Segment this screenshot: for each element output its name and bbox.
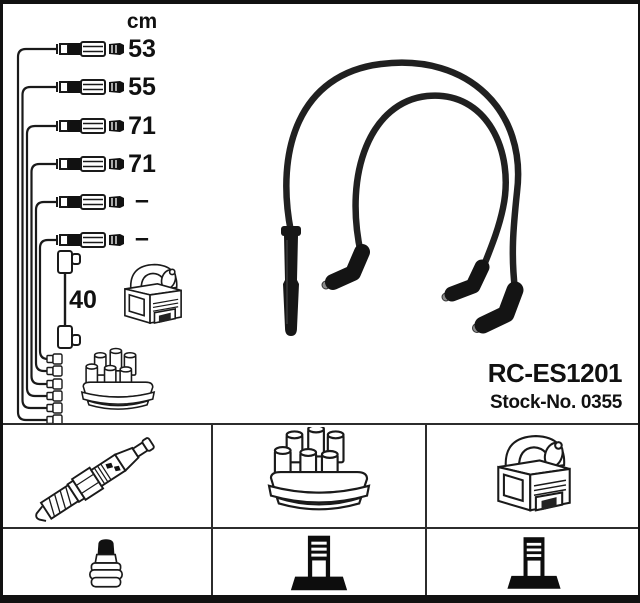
spark-plug-icon: [31, 429, 181, 524]
terminal-post-b-icon: [288, 534, 350, 592]
stock-number: Stock-No. 0355: [489, 392, 622, 413]
cable-length-6: –: [135, 224, 149, 252]
cap-stub-4: [46, 390, 63, 402]
photo-cable-inner: [352, 92, 509, 272]
bottom-frame-bar: [3, 595, 638, 603]
cable-connector-2: [56, 79, 125, 95]
distributor-cap-icon: [265, 427, 373, 525]
cable-length-1: 53: [128, 35, 156, 63]
cell-distributor-cap: [213, 425, 427, 529]
cell-terminal-post-c: [427, 529, 640, 597]
cable-length-4: 71: [128, 150, 156, 178]
cable-length-3: 71: [128, 112, 156, 140]
cable-length-5: –: [135, 186, 149, 214]
terminal-post-c-icon: [505, 534, 563, 592]
cap-stub-2: [46, 365, 63, 377]
cable-connector-5: [56, 194, 125, 210]
distributor-cap-drawing: [80, 347, 156, 410]
cable-lead-3: [25, 124, 57, 398]
ignition-coil-icon: [487, 431, 581, 521]
ignition-coil-drawing: [123, 263, 183, 324]
photo-cable-outer: [283, 59, 522, 294]
cell-ignition-coil: [427, 425, 638, 529]
cell-terminal-post-b: [213, 529, 427, 597]
cell-spark-plug: [3, 425, 213, 529]
photo-angled-boot-2: [441, 259, 490, 302]
cable-connector-1: [56, 41, 125, 57]
cable-kit-diagram: [16, 41, 183, 426]
product-photo: [281, 59, 524, 336]
cap-stub-1: [46, 353, 63, 365]
cable-lead-2: [21, 85, 57, 410]
cable-lead-1: [16, 47, 57, 422]
coil-lead-drawing: [57, 250, 81, 349]
photo-angled-boot-1: [321, 244, 370, 290]
photo-straight-boot: [281, 226, 301, 336]
unit-header: cm: [126, 10, 158, 33]
cable-connector-6: [56, 232, 125, 248]
cap-stub-3: [46, 378, 63, 390]
cable-length-2: 55: [128, 73, 156, 101]
cap-stub-5: [46, 402, 63, 414]
cable-connector-3: [56, 118, 125, 134]
photo-angled-boot-3: [472, 281, 524, 334]
cable-connector-4: [56, 156, 125, 172]
part-number: RC-ES1201: [487, 358, 623, 388]
spark-plug-terminal-icon: [83, 536, 129, 590]
cell-plug-terminal: [0, 529, 213, 597]
cable-lead-4: [30, 162, 57, 386]
compatibility-table: [0, 423, 640, 597]
cable-lead-5: [34, 200, 57, 373]
cable-lead-6: [38, 238, 57, 361]
coil-lead-length: 40: [69, 286, 97, 314]
